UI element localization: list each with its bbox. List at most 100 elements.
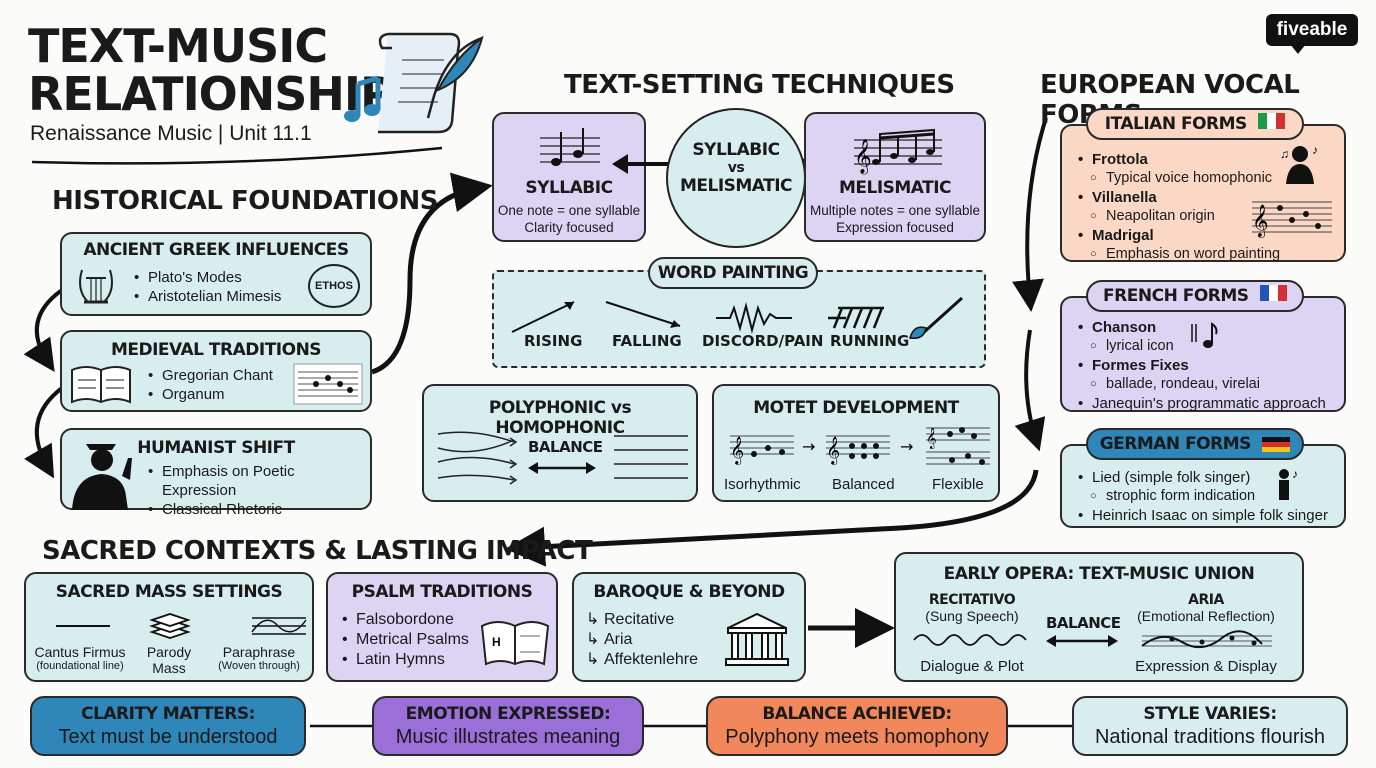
lyrical-note-icon xyxy=(1191,322,1218,348)
italian-list: Frottola Typical voice homophonic Villan… xyxy=(1076,150,1280,264)
motet-card: MOTET DEVELOPMENT 𝄞 → 𝄞 → 𝄞 Isorhythmic … xyxy=(712,384,1000,502)
list-item: Formes Fixes xyxy=(1076,356,1326,375)
italian-title: ITALIAN FORMS xyxy=(1086,108,1304,140)
syllabic-desc-line2: Clarity focused xyxy=(524,220,614,235)
vs-line2: vs xyxy=(727,160,745,176)
psalm-title: PSALM TRADITIONS xyxy=(351,582,533,602)
word-painting-title: WORD PAINTING xyxy=(648,257,818,289)
medieval-title: MEDIEVAL TRADITIONS xyxy=(110,340,322,360)
falling-arrow-icon xyxy=(605,301,681,328)
balance-arrow-icon xyxy=(528,462,596,474)
syllabic-desc-line1: One note = one syllable xyxy=(497,203,641,218)
summary-emotion-title: EMOTION EXPRESSED: xyxy=(405,704,611,724)
speech-wave-icon xyxy=(913,634,1027,646)
svg-text:𝄞: 𝄞 xyxy=(1252,204,1269,238)
mass-paraphrase: Paraphrase (Woven through) xyxy=(210,644,308,672)
list-item: Classical Rhetoric xyxy=(146,500,370,519)
scroll-quill-icon xyxy=(344,32,484,134)
list-item: Janequin's programmatic approach xyxy=(1076,394,1326,413)
list-item: Recitative xyxy=(586,610,698,630)
french-list: Chanson lyrical icon Formes Fixes ballad… xyxy=(1076,318,1326,413)
poly-homo-diagram xyxy=(437,431,688,485)
psalm-list: Falsobordone Metrical Psalms Latin Hymns xyxy=(340,610,469,670)
svg-text:H: H xyxy=(492,635,501,649)
humanist-list: Emphasis on Poetic Expression Classical … xyxy=(146,462,370,519)
list-item: Metrical Psalms xyxy=(340,630,469,650)
syllabic-card: SYLLABIC One note = one syllable Clarity… xyxy=(492,112,646,242)
word-painting-rising-label: RISING xyxy=(524,332,583,350)
italian-title-text: ITALIAN FORMS xyxy=(1104,114,1248,134)
opera-balance-arrow xyxy=(1046,635,1118,647)
paraphrase-label: Paraphrase xyxy=(222,644,296,660)
recitativo-sub: (Sung Speech) xyxy=(925,608,1019,624)
german-title: GERMAN FORMS xyxy=(1086,428,1304,460)
vs-line3: MELISMATIC xyxy=(679,176,793,196)
parody-note: Mass xyxy=(152,660,186,676)
list-item: Plato's Modes xyxy=(132,268,281,287)
cantus-note: (foundational line) xyxy=(36,660,124,672)
word-painting-discord-label: DISCORD/PAIN xyxy=(702,332,824,350)
parody-label: Parody xyxy=(146,644,192,660)
psalm-card: PSALM TRADITIONS Falsobordone Metrical P… xyxy=(326,572,558,682)
historical-heading: HISTORICAL FOUNDATIONS xyxy=(52,186,438,216)
recitativo-caption: Dialogue & Plot xyxy=(920,658,1024,675)
opera-balance-label: BALANCE xyxy=(1046,614,1121,632)
motet-staff-diagram: 𝄞 → 𝄞 → 𝄞 xyxy=(730,427,990,465)
mass-card: SACRED MASS SETTINGS Cantus Firmus (foun… xyxy=(24,572,314,682)
motet-title: MOTET DEVELOPMENT xyxy=(753,398,959,418)
german-title-text: GERMAN FORMS xyxy=(1099,434,1252,454)
singer-icon: ♪♫ xyxy=(1280,143,1318,184)
baroque-list: Recitative Aria Affektenlehre xyxy=(586,610,698,670)
french-card: Chanson lyrical icon Formes Fixes ballad… xyxy=(1060,296,1346,413)
list-item: Falsobordone xyxy=(340,610,469,630)
french-title-text: FRENCH FORMS xyxy=(1103,286,1249,306)
list-item: Aria xyxy=(586,630,698,650)
svg-text:♪: ♪ xyxy=(1292,467,1298,481)
poly-homo-title: POLYPHONIC vs HOMOPHONIC xyxy=(488,398,632,438)
germany-flag-icon xyxy=(1262,436,1291,452)
mass-title: SACRED MASS SETTINGS xyxy=(55,582,283,602)
list-item: Heinrich Isaac on simple folk singer xyxy=(1076,506,1328,525)
poly-homo-balance-label: BALANCE xyxy=(528,438,603,456)
list-item: Gregorian Chant xyxy=(146,366,273,385)
summary-style-title: STYLE VARIES: xyxy=(1143,704,1277,724)
greek-card: ANCIENT GREEK INFLUENCES Plato's Modes A… xyxy=(60,232,372,316)
sacred-heading: SACRED CONTEXTS & LASTING IMPACT xyxy=(42,536,593,566)
list-item: Lied (simple folk singer) xyxy=(1076,468,1328,487)
discord-zigzag-icon xyxy=(716,302,792,334)
word-painting-running-label: RUNNING xyxy=(830,332,910,350)
humanist-silhouette-icon xyxy=(72,444,132,510)
recitativo-label: RECITATIVO xyxy=(928,592,1016,608)
word-painting-icons xyxy=(511,296,964,340)
mass-parody: Parody Mass xyxy=(134,644,204,676)
list-item: Typical voice homophonic xyxy=(1076,169,1280,188)
melismatic-desc-line1: Multiple notes = one syllable xyxy=(810,203,980,218)
svg-text:𝄞: 𝄞 xyxy=(854,139,872,175)
france-flag-icon xyxy=(1259,282,1287,310)
melismatic-title: MELISMATIC xyxy=(838,178,952,198)
list-item: Latin Hymns xyxy=(340,650,469,670)
techniques-heading: TEXT-SETTING TECHNIQUES xyxy=(564,70,955,100)
fiveable-logo[interactable]: fiveable xyxy=(1266,14,1358,46)
running-notes-icon xyxy=(828,306,884,329)
list-item: Organum xyxy=(146,385,273,404)
paraphrase-note: (Woven through) xyxy=(218,660,300,672)
vs-circle: SYLLABIC vs MELISMATIC xyxy=(666,108,806,248)
french-title: FRENCH FORMS xyxy=(1086,280,1304,312)
title-line-2: RELATIONSHIP xyxy=(28,67,394,121)
syllabic-desc: One note = one syllable Clarity focused xyxy=(494,202,644,236)
medieval-card: MEDIEVAL TRADITIONS Gregorian Chant Orga… xyxy=(60,330,372,412)
mass-cantus: Cantus Firmus (foundational line) xyxy=(32,644,128,672)
svg-text:♪: ♪ xyxy=(1312,143,1318,157)
baroque-card: BAROQUE & BEYOND Recitative Aria Affekte… xyxy=(572,572,806,682)
svg-text:𝄞: 𝄞 xyxy=(730,436,744,465)
list-item: Neapolitan origin xyxy=(1076,207,1280,226)
list-item: lyrical icon xyxy=(1076,337,1326,356)
motet-balanced-label: Balanced xyxy=(832,476,895,493)
list-item: Chanson xyxy=(1076,318,1326,337)
baroque-title: BAROQUE & BEYOND xyxy=(593,582,785,602)
greek-list: Plato's Modes Aristotelian Mimesis xyxy=(132,268,281,306)
syllabic-title: SYLLABIC xyxy=(525,178,613,198)
summary-balance: BALANCE ACHIEVED: Polyphony meets homoph… xyxy=(706,696,1008,756)
summary-emotion-text: Music illustrates meaning xyxy=(395,726,621,748)
